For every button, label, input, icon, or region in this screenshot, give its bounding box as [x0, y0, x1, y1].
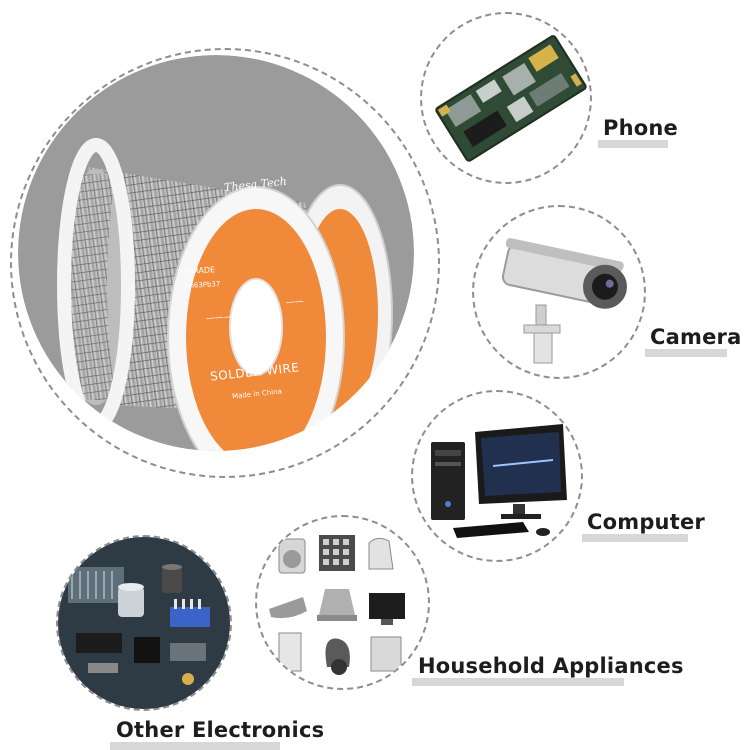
phone-ring	[420, 12, 592, 184]
phone-circuit-board-image	[435, 35, 587, 162]
computer-label: Computer	[587, 510, 705, 534]
camera-ring	[472, 205, 646, 379]
camera-label: Camera	[650, 325, 742, 349]
circuit-board-image	[58, 537, 230, 709]
other-electronics-label: Other Electronics	[116, 718, 325, 742]
household-label-bar	[412, 678, 624, 686]
svg-text:——: ——	[286, 297, 305, 308]
computer-ring	[411, 390, 583, 562]
household-appliances-image	[269, 535, 405, 675]
security-camera-image	[501, 238, 627, 364]
computer-label-bar	[582, 534, 688, 542]
household-label: Household Appliances	[418, 654, 684, 678]
camera-label-bar	[645, 349, 727, 357]
other-electronics-label-bar	[110, 742, 280, 750]
spool-grade-label: GRADE	[186, 265, 216, 276]
phone-label: Phone	[603, 116, 678, 140]
solder-spool-photo: ——— ——	[18, 55, 414, 451]
phone-label-bar	[598, 140, 668, 148]
solder-spool-image: ——— ——	[18, 55, 414, 451]
household-ring	[255, 515, 430, 690]
svg-text:———: ———	[206, 312, 234, 324]
desktop-computer-image	[431, 424, 567, 538]
other-electronics-ring	[56, 535, 232, 711]
